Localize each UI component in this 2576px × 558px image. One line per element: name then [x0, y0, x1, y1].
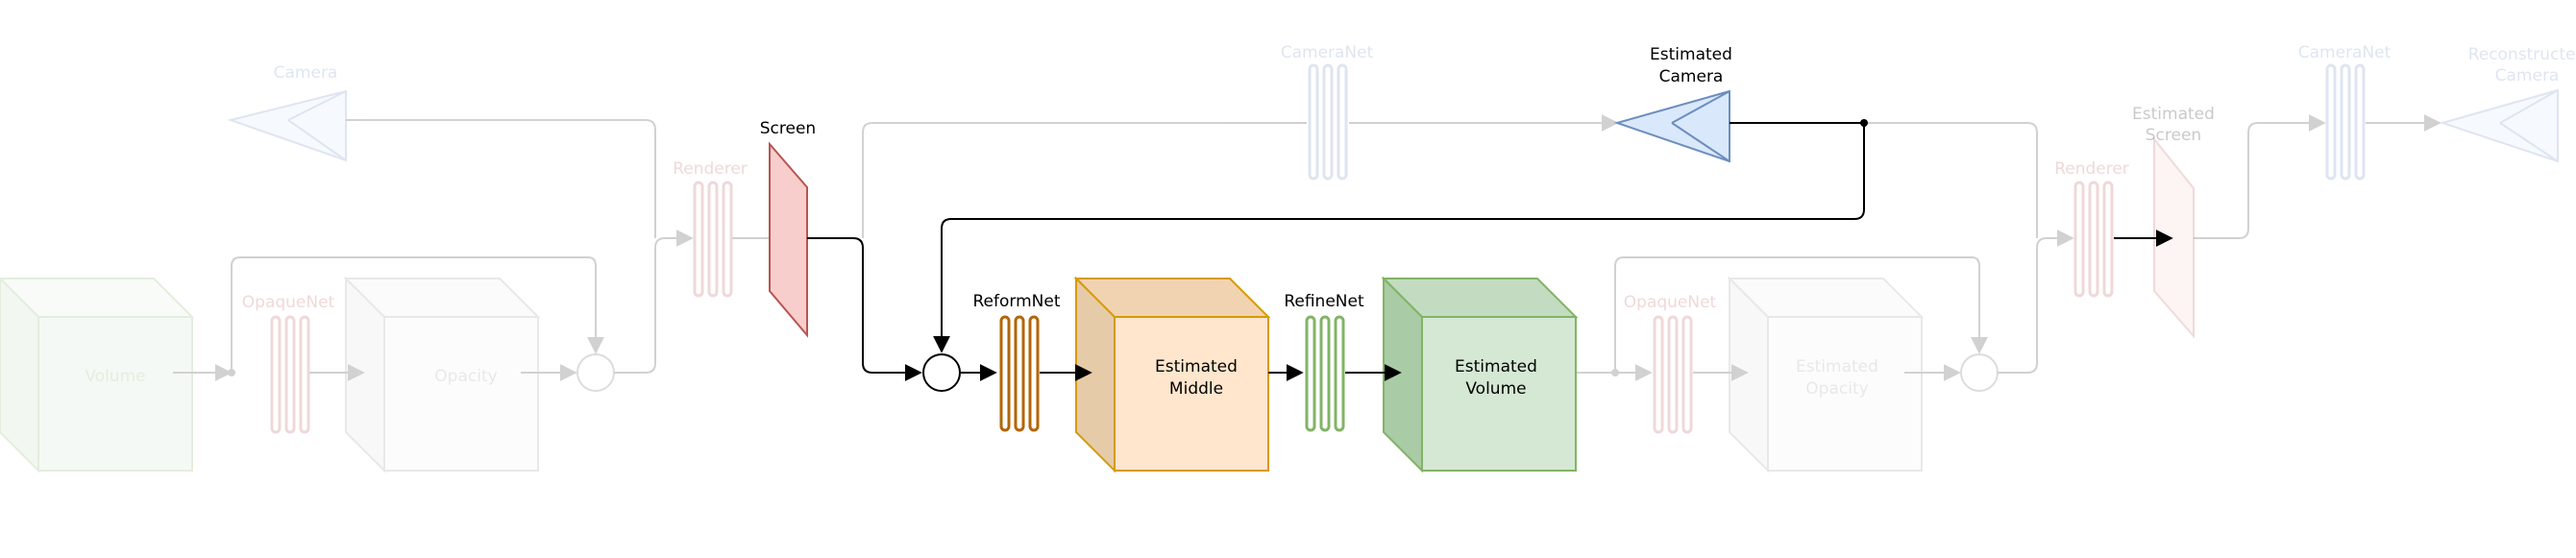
- estimated-camera-label-2: Camera: [1659, 67, 1724, 86]
- combine-node-1: [577, 353, 615, 392]
- camera-shape: [227, 89, 347, 162]
- estimated-screen-label-2: Screen: [2146, 126, 2201, 145]
- opaquenet-1-block: [270, 315, 310, 434]
- opacity-cube: [343, 276, 541, 473]
- combine-node-active: [922, 353, 961, 392]
- estimated-middle-label-1: Estimated: [1155, 357, 1238, 376]
- reconstructed-camera-label-2: Camera: [2495, 66, 2560, 85]
- cameranet-1-block: [1308, 63, 1348, 181]
- reformnet-block: [999, 315, 1040, 432]
- renderer-1-block: [693, 181, 733, 298]
- estimated-volume-label-2: Volume: [1465, 379, 1526, 399]
- volume-cube: [0, 277, 195, 473]
- cameranet-1-label: CameraNet: [1281, 43, 1374, 62]
- faded-input-stage: Camera Volume OpaqueNet Opacity: [0, 43, 1619, 473]
- opacity-label: Opacity: [434, 367, 497, 386]
- estimated-volume-cube: [1381, 276, 1579, 473]
- screen-shape: [769, 141, 808, 338]
- renderer-2-label: Renderer: [2054, 159, 2129, 179]
- screen-label: Screen: [760, 119, 816, 138]
- estimated-middle-cube: [1073, 276, 1271, 473]
- estimated-opacity-label-1: Estimated: [1796, 357, 1878, 376]
- volume-label: Volume: [85, 367, 145, 386]
- branch-dot: [1860, 119, 1868, 127]
- renderer-1-label: Renderer: [673, 159, 748, 179]
- reconstructed-camera-shape: [2439, 88, 2559, 163]
- estimated-camera-label-1: Estimated: [1650, 45, 1732, 64]
- reconstructed-camera-label-1: Reconstructed: [2468, 45, 2576, 64]
- cameranet-2-block: [2325, 63, 2366, 181]
- estimated-opacity-label-2: Opacity: [1805, 379, 1868, 399]
- camera-label: Camera: [274, 63, 338, 83]
- faded-output-stage: OpaqueNet Estimated Opacity Renderer Cam…: [1576, 43, 2576, 473]
- cameranet-2-label: CameraNet: [2298, 43, 2392, 62]
- estimated-opacity-cube: [1727, 276, 1925, 473]
- reformnet-label: ReformNet: [973, 292, 1061, 311]
- opaquenet-2-label: OpaqueNet: [1624, 293, 1717, 312]
- estimated-screen-label-1: Estimated: [2132, 105, 2215, 124]
- estimated-screen-shape: [2153, 136, 2195, 339]
- opaquenet-1-label: OpaqueNet: [242, 293, 335, 312]
- estimated-volume-label-1: Estimated: [1455, 357, 1537, 376]
- combine-node-2: [1960, 353, 1999, 392]
- opaquenet-2-block: [1653, 315, 1693, 434]
- refinenet-block: [1305, 315, 1345, 432]
- estimated-camera-shape: [1613, 89, 1730, 163]
- estimated-middle-label-2: Middle: [1169, 379, 1223, 399]
- refinenet-label: RefineNet: [1284, 292, 1364, 311]
- renderer-2-block: [2073, 181, 2114, 298]
